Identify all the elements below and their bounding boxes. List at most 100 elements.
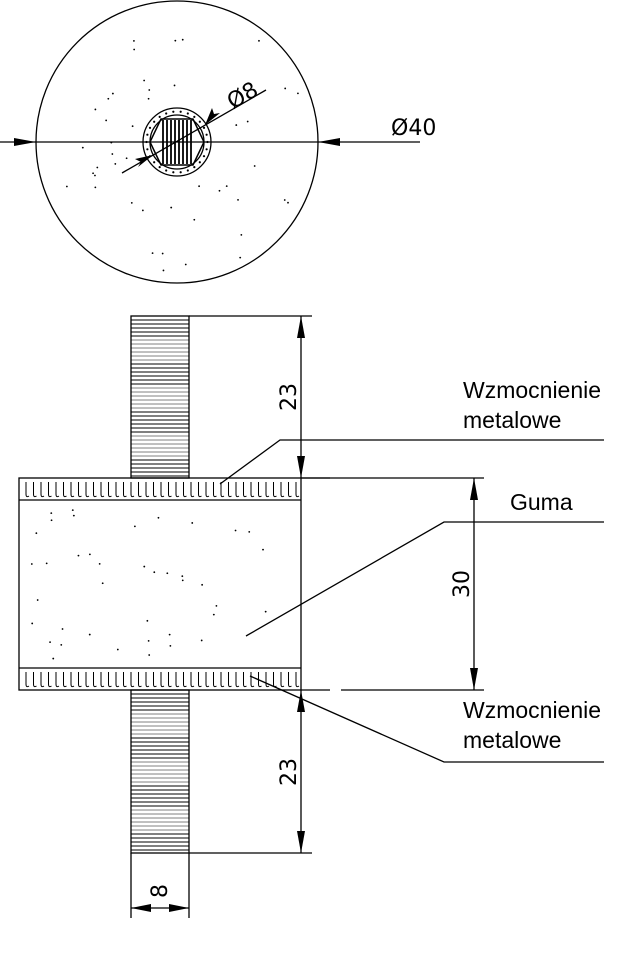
reinforcement-hook [93,482,97,498]
reinforcement-hook [70,672,75,688]
reinforcement-hook [25,482,30,498]
speckle-dot [96,166,99,169]
reinforcement-hook [190,482,195,498]
speckle-dot [77,554,80,557]
reinforcement-hook [123,482,127,498]
speckle-dot [287,201,289,204]
arrow-bot-dim-down [297,831,305,853]
reinforcement-hook [265,672,270,688]
reinforcement-hook [78,672,82,688]
speckle-dot [146,619,149,622]
sleeve-dot [153,120,156,123]
reinforcement-hook [63,482,67,498]
sleeve-dot [205,148,208,151]
speckle-dot [147,97,150,100]
speckle-dot [173,84,176,87]
speckle-dot [170,206,173,209]
speckle-dot [133,40,135,42]
reinforcement-hook [115,672,120,688]
reinforcement-hook [288,482,292,498]
sleeve-dot [146,148,149,151]
speckle-dot [111,153,114,155]
reinforcement-hook [220,482,225,498]
reinforcement-hook [130,672,135,688]
reinforcement-hook [168,482,172,498]
rubber-label: Guma [510,489,573,515]
speckle-dot [225,185,228,188]
reinforcement-hook [265,482,270,498]
sleeve-dot [179,171,182,174]
arrow-width-right [169,904,189,912]
speckle-dot [114,163,117,165]
reinforcement-hook [153,672,157,688]
bolt-diameter-label: Ø8 [223,78,263,115]
arrow-left-outer [14,138,36,146]
speckle-dot [94,186,97,189]
sleeve-dot [172,110,175,113]
reinforcement-hook [213,672,217,688]
top-plate-hooks [25,482,300,498]
top-reinforcement-label-line1: Wzmocnienie [463,377,601,403]
speckle-dot [169,645,172,647]
reinforcement-hook [280,482,285,498]
reinforcement-hook [100,672,105,688]
reinforcement-hook [70,482,75,498]
speckle-dot [125,157,128,160]
reinforcement-hook [205,482,210,498]
reinforcement-hook [243,482,247,498]
top-view [0,0,420,284]
speckle-dot [184,263,187,266]
sleeve-dot [158,166,161,169]
sleeve-dot [198,120,201,123]
rubber-body-speckles [30,509,267,660]
leader-top-reinforcement [219,439,604,485]
reinforcement-hook [250,482,255,498]
arrow-top-dim-down [297,456,305,478]
speckle-dot [181,575,184,578]
reinforcement-hook [63,672,67,688]
rubber-height-label: 30 [450,570,475,598]
reinforcement-hook [235,672,240,688]
speckle-dot [72,514,75,517]
arrow-mid-dim-up [470,478,478,500]
reinforcement-hook [85,482,90,498]
speckle-dot [283,199,286,201]
speckle-dot [153,571,156,574]
side-view [18,315,604,918]
reinforcement-hook [183,672,187,688]
reinforcement-hook [55,672,60,688]
reinforcement-hook [295,672,300,688]
reinforcement-hook [168,672,172,688]
speckle-dot [198,185,200,188]
speckle-dot [218,189,221,192]
speckle-dot [253,165,256,167]
sleeve-dot [179,110,182,113]
speckle-dot [168,633,171,636]
speckle-dot [52,657,55,660]
sleeve-dot [172,171,175,174]
sleeve-dot [193,115,196,118]
speckle-dot [201,583,204,586]
sleeve-dot [205,133,208,136]
reinforcement-hook [205,672,210,688]
speckle-dot [50,519,53,522]
speckle-dot [92,172,94,175]
speckle-dot [181,579,184,582]
reinforcement-hook [100,482,105,498]
reinforcement-hook [123,672,127,688]
reinforcement-hook [160,482,165,498]
speckle-dot [234,529,237,532]
speckle-dot [240,234,243,236]
reinforcement-hook [25,672,30,688]
speckle-dot [193,218,196,221]
speckle-dot [151,252,154,254]
speckle-dot [162,269,165,272]
reinforcement-hook [220,672,225,688]
top-stud-hatch [131,319,189,477]
bottom-stud [130,689,190,854]
bottom-reinforcement-label-line2: metalowe [463,727,561,753]
sleeve-dot [158,115,161,118]
reinforcement-hook [138,672,142,688]
rubber-body [18,477,302,691]
arrow-bolt-1 [135,155,153,167]
